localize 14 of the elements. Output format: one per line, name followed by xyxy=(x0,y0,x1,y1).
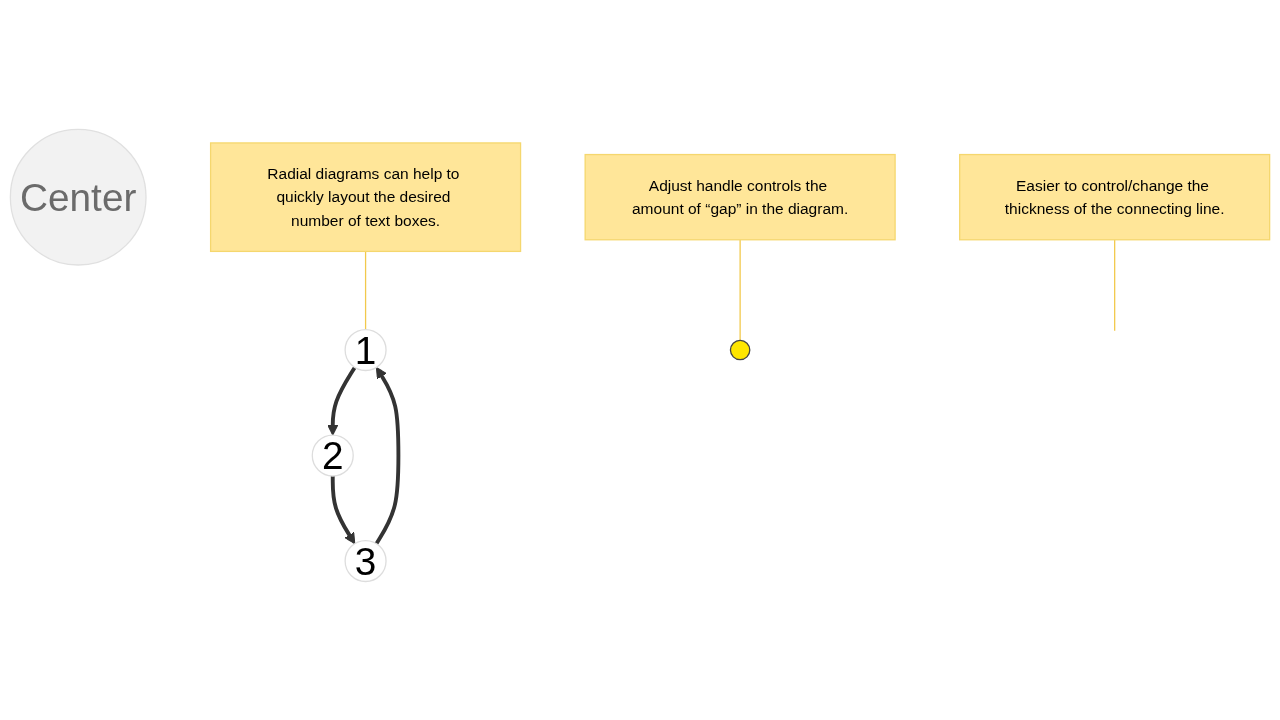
node-circle: Center xyxy=(9,128,147,266)
node-box: Radial diagrams can help to quickly layout the desired number of text boxes. xyxy=(209,142,522,253)
node-box: Easier to control/change the thickness of the connecting line. xyxy=(959,154,1271,241)
node-circle: 2 xyxy=(311,434,354,477)
node-circle: 1 xyxy=(344,329,387,372)
connector xyxy=(364,251,367,331)
node-box: Adjust handle controls the amount of “gap” in the diagram. xyxy=(584,154,896,241)
node-circle xyxy=(729,340,751,361)
connector xyxy=(1114,239,1116,332)
node-circle: 3 xyxy=(344,540,387,583)
arrow xyxy=(327,366,357,436)
arrow xyxy=(374,367,401,545)
connector xyxy=(739,239,741,342)
arrow xyxy=(330,476,356,545)
